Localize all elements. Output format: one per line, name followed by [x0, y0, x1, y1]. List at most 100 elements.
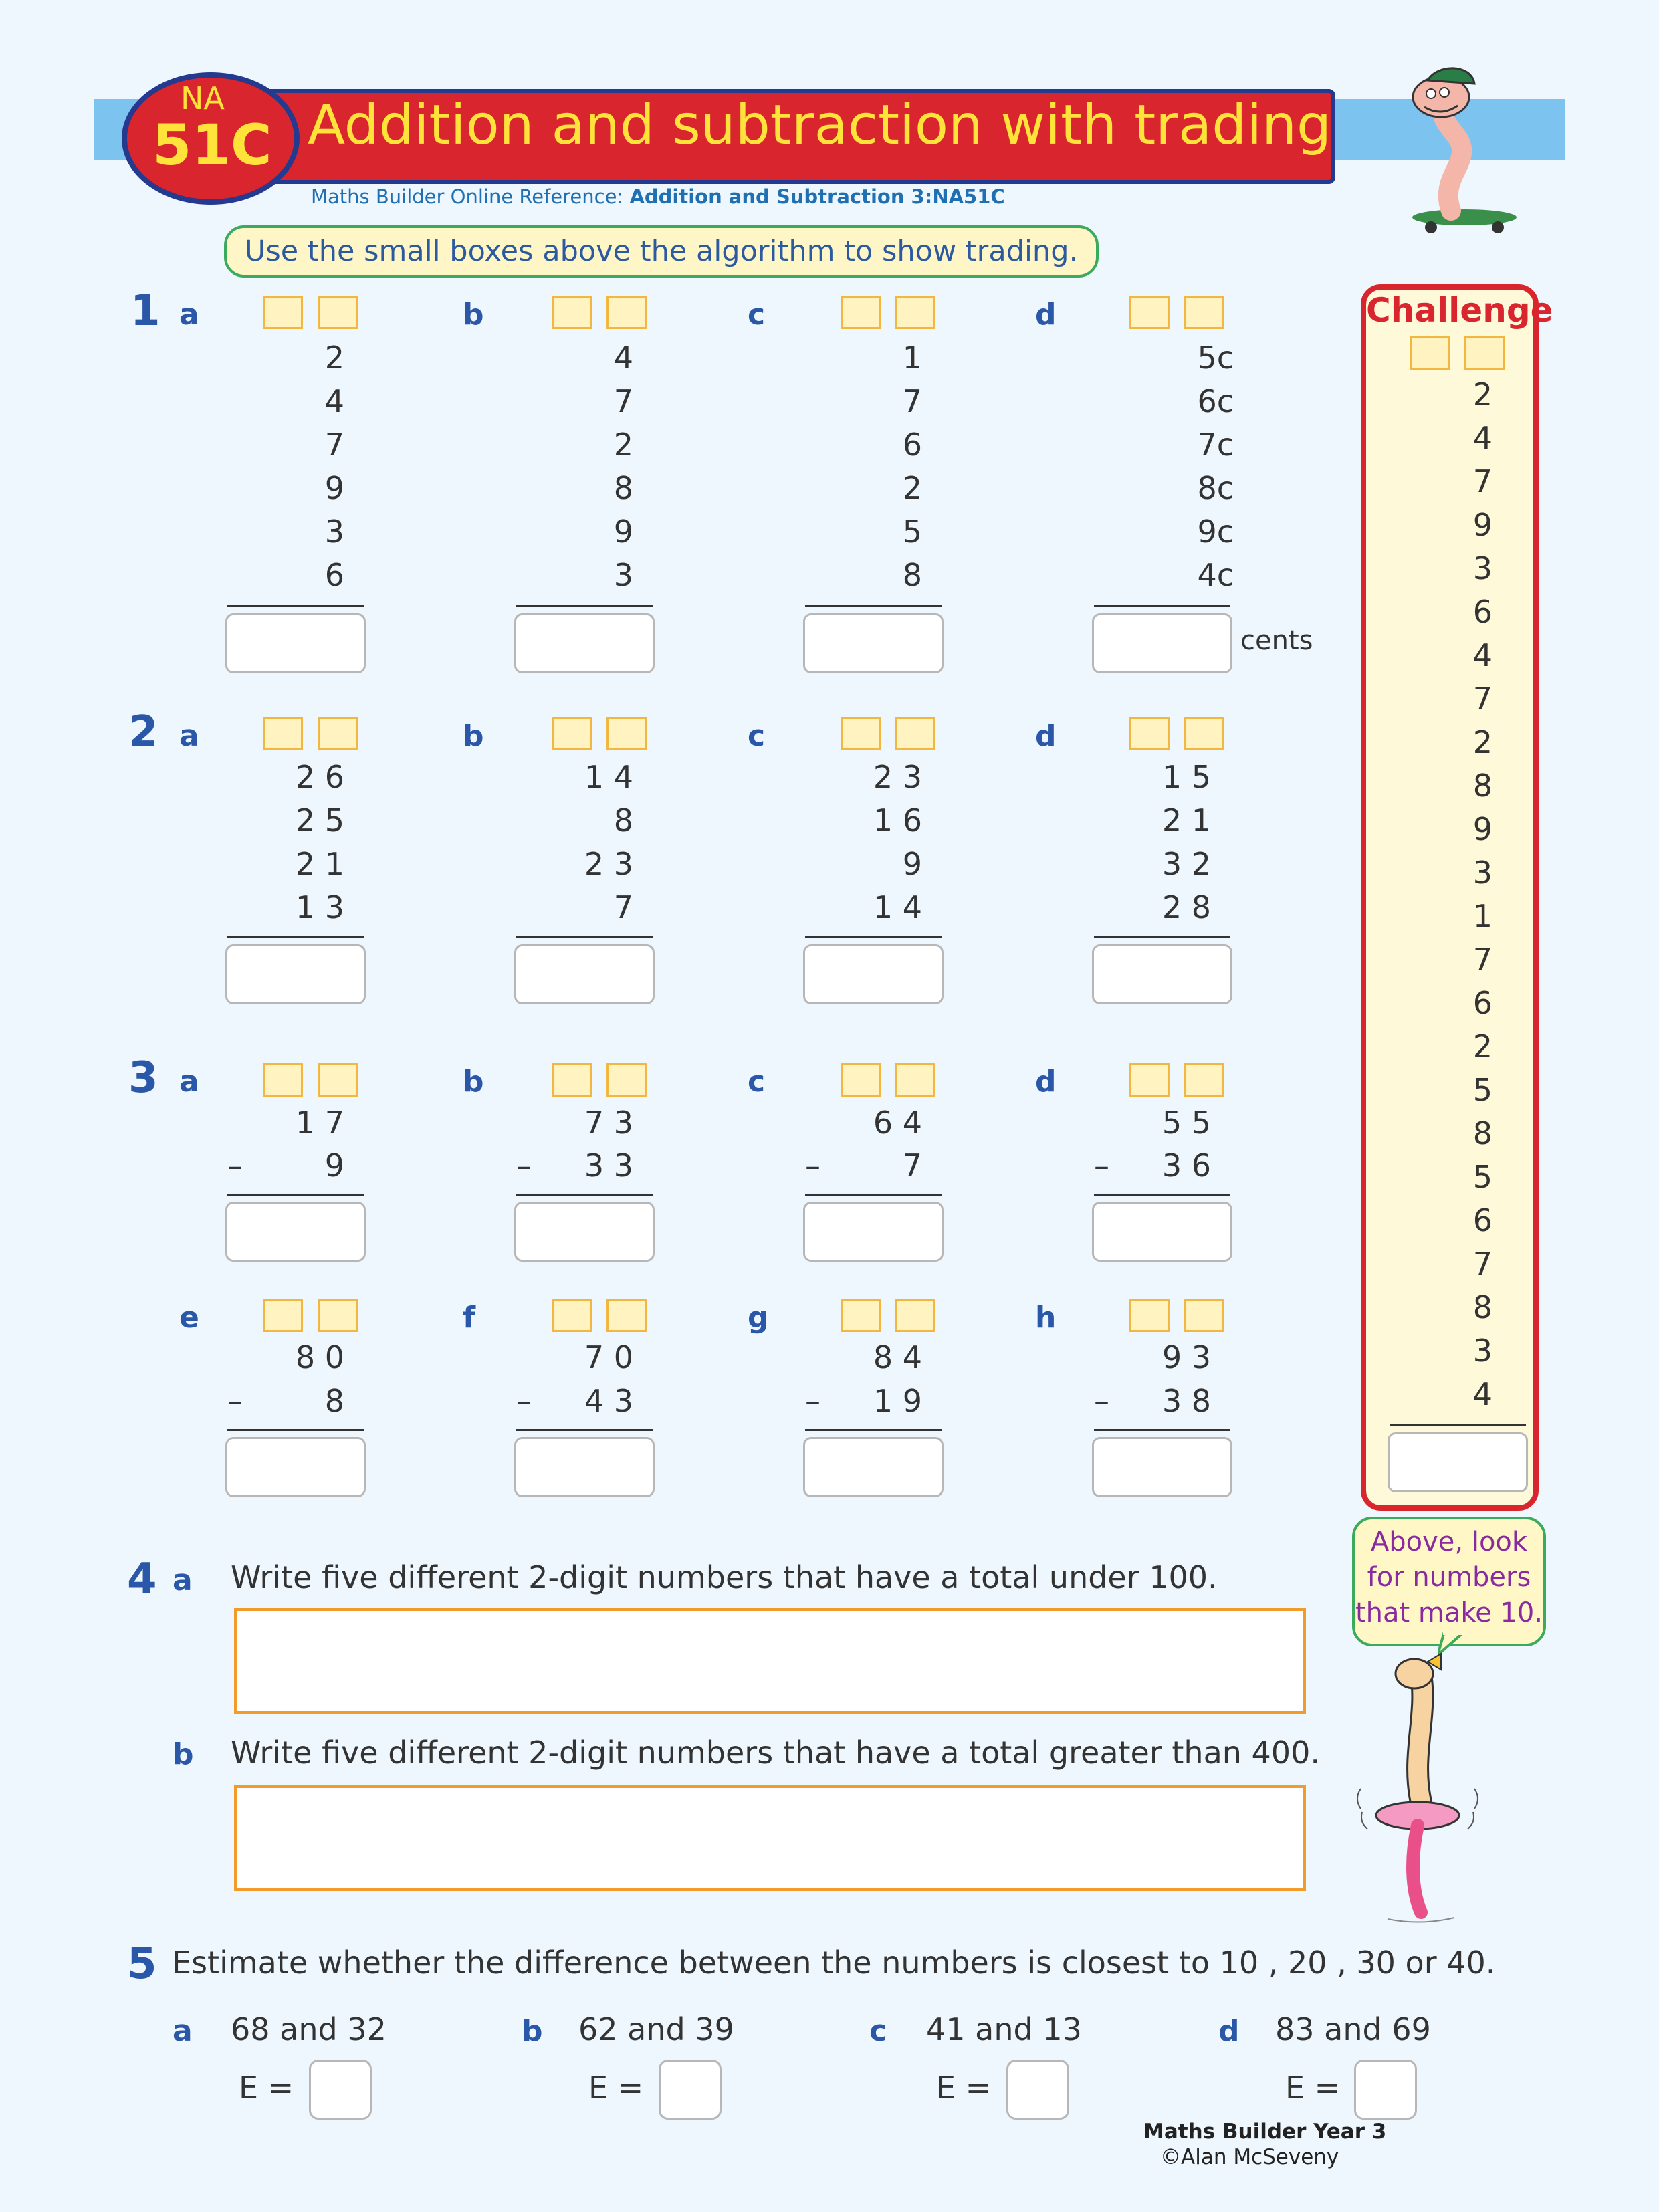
addend: 2 1	[295, 846, 344, 882]
trading-box[interactable]	[606, 1299, 647, 1332]
trading-box[interactable]	[318, 296, 358, 329]
trading-box[interactable]	[1464, 336, 1505, 370]
addend: 3	[613, 557, 633, 593]
answer-box[interactable]	[514, 1202, 655, 1262]
trading-box[interactable]	[895, 1299, 935, 1332]
estimate-box[interactable]	[309, 2060, 372, 2120]
trading-box[interactable]	[841, 717, 881, 750]
answer-box[interactable]	[803, 944, 944, 1004]
answer-box[interactable]	[225, 1202, 366, 1262]
subtrahend: 7	[902, 1147, 922, 1184]
trading-box[interactable]	[1184, 1063, 1224, 1097]
answer-box[interactable]	[803, 1202, 944, 1262]
addend: 5c	[1197, 340, 1234, 376]
subtrahend: 4 3	[584, 1383, 633, 1419]
answer-box[interactable]	[225, 944, 366, 1004]
challenge-addend: 3	[1472, 855, 1492, 891]
estimate-box[interactable]	[659, 2060, 722, 2120]
addend: 9	[324, 470, 344, 506]
challenge-addend: 8	[1472, 768, 1492, 804]
trading-box[interactable]	[606, 717, 647, 750]
trading-box[interactable]	[606, 296, 647, 329]
estimate-label: E =	[588, 2070, 644, 2106]
q4a-answer-area[interactable]	[234, 1608, 1306, 1714]
trading-box[interactable]	[318, 1063, 358, 1097]
difference-line	[805, 1194, 942, 1196]
trading-box[interactable]	[1129, 717, 1170, 750]
trading-box[interactable]	[552, 1063, 592, 1097]
trading-box[interactable]	[552, 1299, 592, 1332]
answer-box[interactable]	[225, 1437, 366, 1497]
trading-box[interactable]	[263, 1299, 303, 1332]
answer-box[interactable]	[514, 613, 655, 673]
addend: 8	[902, 557, 922, 593]
challenge-addend: 8	[1472, 1289, 1492, 1325]
addend: 3 2	[1162, 846, 1211, 882]
trading-box[interactable]	[1129, 1063, 1170, 1097]
addend: 2 6	[295, 759, 344, 795]
copyright: ©Alan McSeveny	[1160, 2145, 1339, 2169]
challenge-answer-box[interactable]	[1388, 1432, 1528, 1492]
addend: 4	[324, 383, 344, 419]
answer-box[interactable]	[1092, 1437, 1232, 1497]
estimate-label: E =	[936, 2070, 992, 2106]
sum-line	[805, 936, 942, 938]
answer-box[interactable]	[225, 613, 366, 673]
q5c-label: c	[869, 2014, 887, 2048]
minuend: 7 3	[584, 1105, 633, 1141]
question-4-number: 4	[127, 1555, 157, 1604]
number-pair: 68 and 32	[231, 2011, 386, 2048]
sum-line	[1390, 1424, 1526, 1426]
trading-box[interactable]	[318, 1299, 358, 1332]
trading-box[interactable]	[1410, 336, 1450, 370]
difference-line	[1094, 1194, 1230, 1196]
answer-box[interactable]	[803, 1437, 944, 1497]
trading-box[interactable]	[263, 717, 303, 750]
answer-box[interactable]	[1092, 613, 1232, 673]
q3d-label: d	[1035, 1065, 1057, 1099]
minus-sign: –	[1094, 1383, 1109, 1419]
answer-box[interactable]	[514, 944, 655, 1004]
subtrahend: 9	[324, 1147, 344, 1184]
trading-box[interactable]	[552, 717, 592, 750]
trading-box[interactable]	[895, 717, 935, 750]
answer-box[interactable]	[803, 613, 944, 673]
trading-box[interactable]	[895, 1063, 935, 1097]
question-5-number: 5	[127, 1939, 157, 1989]
answer-box[interactable]	[514, 1437, 655, 1497]
trading-box[interactable]	[841, 296, 881, 329]
q4b-answer-area[interactable]	[234, 1785, 1306, 1891]
trading-box[interactable]	[552, 296, 592, 329]
addend: 8c	[1197, 470, 1234, 506]
challenge-addend: 1	[1472, 898, 1492, 934]
addend: 1 6	[873, 802, 922, 839]
trading-box[interactable]	[606, 1063, 647, 1097]
addend: 9	[613, 514, 633, 550]
trading-box[interactable]	[841, 1063, 881, 1097]
question-1-number: 1	[130, 286, 160, 336]
answer-box[interactable]	[1092, 1202, 1232, 1262]
challenge-addend: 9	[1472, 507, 1492, 543]
trading-box[interactable]	[841, 1299, 881, 1332]
answer-box[interactable]	[1092, 944, 1232, 1004]
trading-box[interactable]	[1184, 1299, 1224, 1332]
challenge-addend: 5	[1472, 1072, 1492, 1108]
addend: 1 5	[1162, 759, 1211, 795]
q5a-label: a	[173, 2014, 193, 2048]
minus-sign: –	[516, 1383, 532, 1419]
trading-box[interactable]	[263, 296, 303, 329]
subtrahend: 1 9	[873, 1383, 922, 1419]
addend: 2	[613, 427, 633, 463]
addend: 2 3	[584, 846, 633, 882]
trading-box[interactable]	[1129, 1299, 1170, 1332]
minuend: 5 5	[1162, 1105, 1211, 1141]
trading-box[interactable]	[318, 717, 358, 750]
trading-box[interactable]	[1184, 296, 1224, 329]
trading-box[interactable]	[1129, 296, 1170, 329]
estimate-box[interactable]	[1354, 2060, 1417, 2120]
trading-box[interactable]	[263, 1063, 303, 1097]
trading-box[interactable]	[1184, 717, 1224, 750]
trading-box[interactable]	[895, 296, 935, 329]
estimate-box[interactable]	[1006, 2060, 1069, 2120]
addend: 2 1	[1162, 802, 1211, 839]
